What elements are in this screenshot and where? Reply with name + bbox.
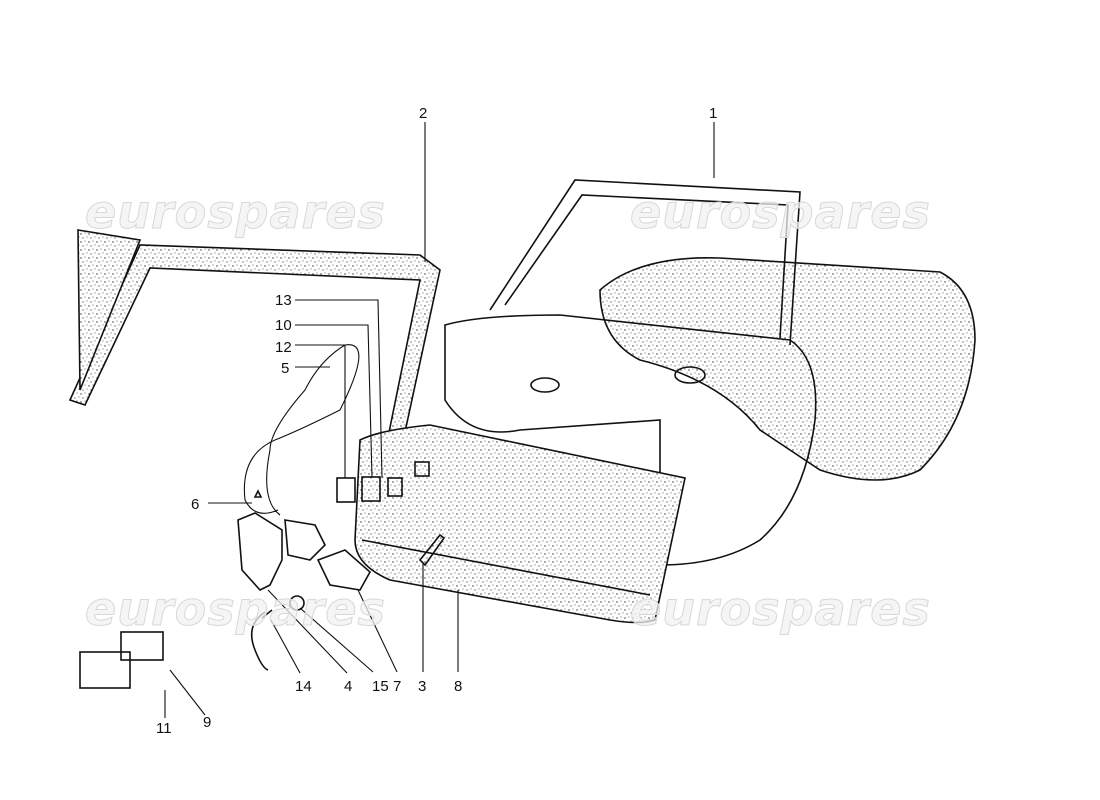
bezel-11: [79, 651, 131, 689]
callout-15: 15: [372, 678, 389, 695]
callout-6: 6: [191, 496, 199, 513]
door-shell-inner: [599, 256, 976, 481]
door-opening: [674, 366, 706, 384]
callout-10: 10: [275, 317, 292, 334]
callout-11: 11: [156, 720, 172, 737]
wiring-harness: [243, 344, 360, 516]
door-shell: [444, 314, 817, 566]
switch-13: [387, 477, 403, 497]
door-opening: [530, 377, 560, 393]
callout-1: 1: [709, 105, 717, 122]
callout-8: 8: [454, 678, 462, 695]
grommet-15: [289, 595, 305, 611]
window-motor: [316, 549, 372, 591]
switch-10: [361, 476, 381, 502]
callout-9: 9: [203, 714, 211, 731]
screw-6: [253, 489, 263, 498]
lock-button: [414, 461, 430, 477]
callout-4: 4: [344, 678, 352, 695]
trim-strip: [361, 539, 651, 596]
callout-13: 13: [275, 292, 292, 309]
callout-2: 2: [419, 105, 427, 122]
window-handle-14: [250, 609, 273, 671]
watermark: eurospares: [85, 582, 386, 636]
watermark: eurospares: [85, 185, 386, 239]
window-regulator: [237, 512, 283, 591]
wall-shading: [77, 229, 142, 391]
watermark-group: eurospares eurospares eurospares eurospa…: [85, 185, 931, 637]
bezel-9: [120, 631, 164, 661]
door-frame: [489, 179, 801, 346]
callout-12: 12: [275, 339, 292, 356]
callout-7: 7: [393, 678, 401, 695]
watermark: eurospares: [630, 185, 931, 239]
switch-12: [336, 477, 356, 503]
regulator-gear: [284, 519, 326, 561]
callout-3: 3: [418, 678, 426, 695]
callout-5: 5: [281, 360, 289, 377]
watermark: eurospares: [630, 582, 931, 636]
callout-14: 14: [295, 678, 312, 695]
door-trim-panel: [354, 424, 686, 624]
leader-lines: [164, 122, 715, 718]
